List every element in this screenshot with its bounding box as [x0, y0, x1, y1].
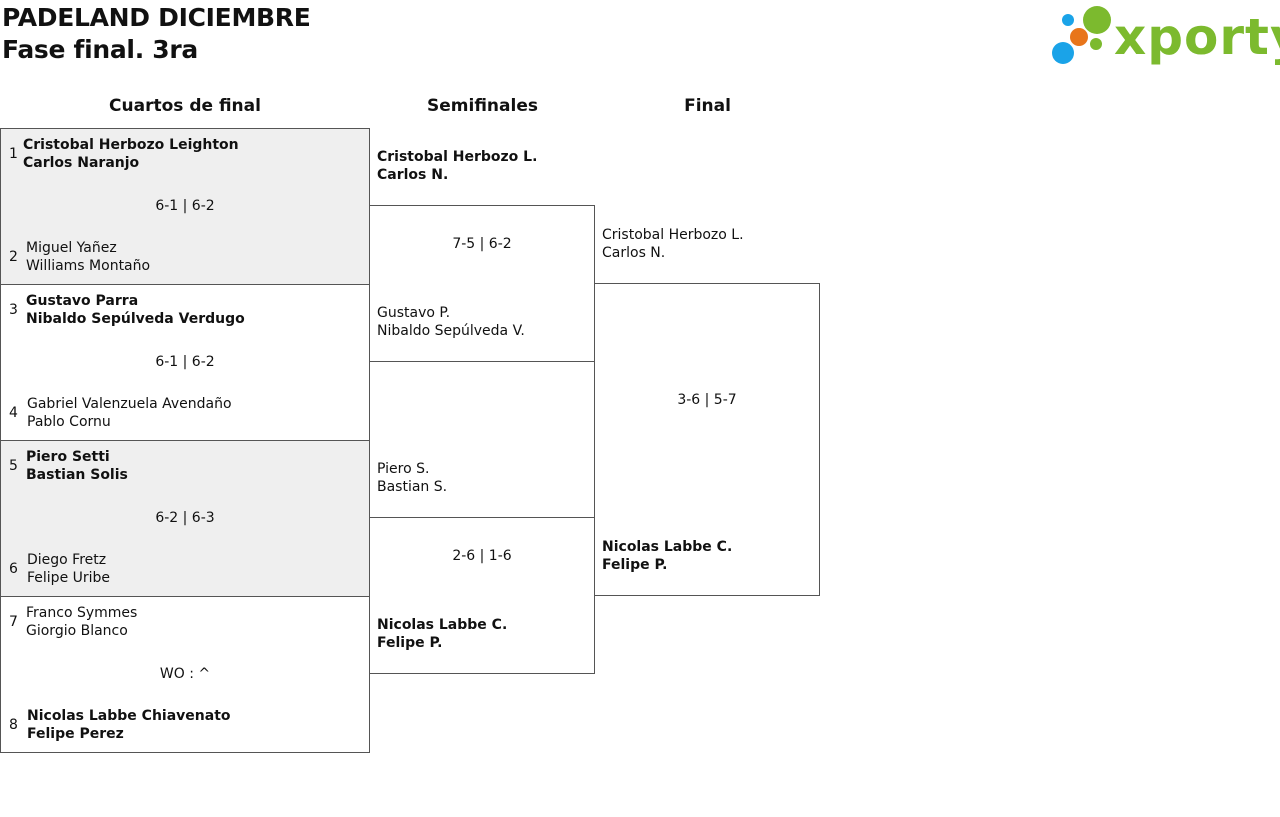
- final-score: 3-6 | 5-7: [677, 392, 737, 408]
- player-name: Carlos N.: [377, 167, 449, 183]
- player-name: Bastian Solis: [26, 467, 128, 483]
- player-name: Giorgio Blanco: [26, 623, 128, 639]
- player-name: Nibaldo Sepúlveda Verdugo: [26, 311, 245, 327]
- player-name: Piero Setti: [26, 449, 110, 465]
- player-name: Piero S.: [377, 461, 430, 477]
- logo-dot-green-small: [1090, 38, 1102, 50]
- player-name: Williams Montaño: [26, 258, 151, 274]
- player-name: Felipe P.: [377, 635, 443, 651]
- player-name: Miguel Yañez: [26, 240, 117, 256]
- semifinal-match-2-box: [369, 517, 595, 674]
- player-name: Gustavo P.: [377, 305, 451, 321]
- match-score: 6-1 | 6-2: [155, 198, 215, 214]
- seed-number: 3: [9, 302, 18, 318]
- round-title-quarterfinals: Cuartos de final: [109, 96, 261, 116]
- player-name: Nicolas Labbe C.: [602, 539, 733, 555]
- semifinal-2-score: 2-6 | 1-6: [452, 548, 512, 564]
- player-name: Diego Fretz: [27, 552, 107, 568]
- player-name: Franco Symmes: [26, 605, 138, 621]
- team-loser: Franco Symmes Giorgio Blanco: [26, 604, 137, 640]
- semifinal-match-1-box: [369, 205, 595, 362]
- team-loser: Gabriel Valenzuela Avendaño Pablo Cornu: [27, 395, 232, 431]
- final-team-loser: Cristobal Herbozo L. Carlos N.: [602, 226, 744, 262]
- seed-number: 4: [9, 405, 18, 421]
- quarterfinal-match-3: 5 Piero Setti Bastian Solis 6-2 | 6-3 6 …: [0, 440, 370, 597]
- semifinal-2-team-winner: Nicolas Labbe C. Felipe P.: [377, 616, 507, 652]
- semifinal-1-score: 7-5 | 6-2: [452, 236, 512, 252]
- logo-dot-orange: [1070, 28, 1088, 46]
- player-name: Bastian S.: [377, 479, 448, 495]
- player-name: Gustavo Parra: [26, 293, 139, 309]
- semifinal-2-team-loser: Piero S. Bastian S.: [377, 460, 447, 496]
- xporty-logo: xporty: [1050, 4, 1280, 68]
- final-match-box: [594, 283, 820, 596]
- player-name: Gabriel Valenzuela Avendaño: [27, 396, 232, 412]
- seed-number: 7: [9, 614, 18, 630]
- player-name: Pablo Cornu: [27, 414, 111, 430]
- final-team-winner: Nicolas Labbe C. Felipe P.: [602, 538, 732, 574]
- page-title: PADELAND DICIEMBRE Fase final. 3ra: [2, 2, 311, 66]
- seed-number: 2: [9, 249, 18, 265]
- player-name: Nibaldo Sepúlveda V.: [377, 323, 525, 339]
- logo-dot-blue-small: [1062, 14, 1074, 26]
- round-title-semifinals: Semifinales: [427, 96, 538, 116]
- player-name: Cristobal Herbozo L.: [377, 149, 538, 165]
- semifinal-1-team-loser: Gustavo P. Nibaldo Sepúlveda V.: [377, 304, 525, 340]
- phase-name: Fase final. 3ra: [2, 35, 199, 64]
- team-loser: Diego Fretz Felipe Uribe: [27, 551, 110, 587]
- quarterfinal-match-1: 1 Cristobal Herbozo Leighton Carlos Nara…: [0, 128, 370, 285]
- player-name: Felipe P.: [602, 557, 668, 573]
- match-score: 6-1 | 6-2: [155, 354, 215, 370]
- round-title-final: Final: [684, 96, 731, 116]
- team-winner: Gustavo Parra Nibaldo Sepúlveda Verdugo: [26, 292, 245, 328]
- player-name: Carlos Naranjo: [23, 155, 140, 171]
- player-name: Cristobal Herbozo L.: [602, 227, 744, 243]
- team-winner: Cristobal Herbozo Leighton Carlos Naranj…: [23, 136, 239, 172]
- player-name: Felipe Uribe: [27, 570, 111, 586]
- seed-number: 8: [9, 717, 18, 733]
- tournament-name: PADELAND DICIEMBRE: [2, 3, 311, 32]
- seed-number: 5: [9, 458, 18, 474]
- logo-dot-green: [1083, 6, 1111, 34]
- quarterfinal-match-2: 3 Gustavo Parra Nibaldo Sepúlveda Verdug…: [0, 284, 370, 441]
- player-name: Carlos N.: [602, 245, 666, 261]
- seed-number: 1: [9, 146, 18, 162]
- seed-number: 6: [9, 561, 18, 577]
- player-name: Felipe Perez: [27, 726, 124, 742]
- logo-wordmark: xporty: [1114, 8, 1280, 66]
- team-loser: Miguel Yañez Williams Montaño: [26, 239, 150, 275]
- semifinal-1-team-winner: Cristobal Herbozo L. Carlos N.: [377, 148, 537, 184]
- quarterfinal-match-4: 7 Franco Symmes Giorgio Blanco WO : ^ 8 …: [0, 596, 370, 753]
- player-name: Nicolas Labbe Chiavenato: [27, 708, 231, 724]
- team-winner: Piero Setti Bastian Solis: [26, 448, 128, 484]
- player-name: Cristobal Herbozo Leighton: [23, 137, 239, 153]
- player-name: Nicolas Labbe C.: [377, 617, 508, 633]
- logo-dot-blue: [1052, 42, 1074, 64]
- match-score: 6-2 | 6-3: [155, 510, 215, 526]
- match-score: WO : ^: [159, 666, 211, 682]
- team-winner: Nicolas Labbe Chiavenato Felipe Perez: [27, 707, 231, 743]
